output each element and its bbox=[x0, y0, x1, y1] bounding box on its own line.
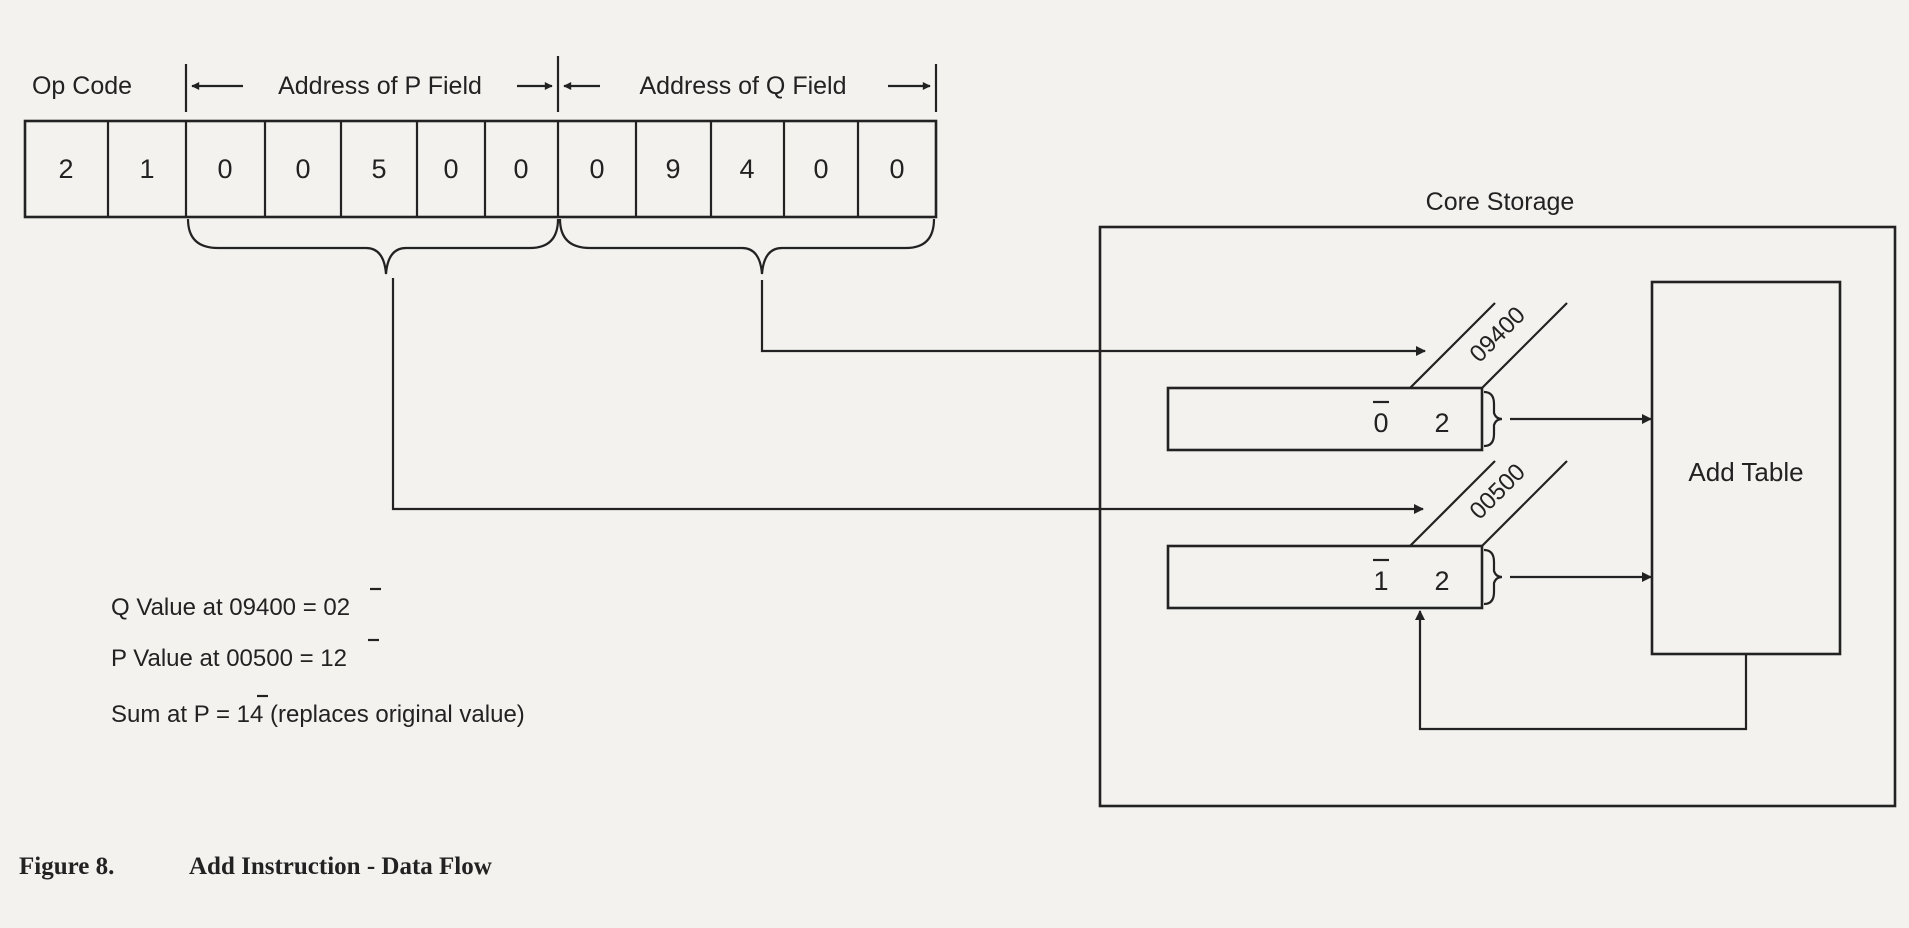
p-value-digit: 1 bbox=[1373, 566, 1388, 596]
p-storage-location: 00500 1 2 bbox=[1166, 459, 1568, 610]
core-storage-box bbox=[1098, 225, 1897, 808]
instruction-digit: 5 bbox=[371, 154, 386, 184]
instruction-digit: 0 bbox=[813, 154, 828, 184]
q-storage-location: 09400 0 2 bbox=[1166, 302, 1568, 452]
p-address-label: 00500 bbox=[1465, 459, 1531, 525]
add-table-label: Add Table bbox=[1688, 457, 1803, 487]
q-field-label: Address of Q Field bbox=[639, 72, 846, 100]
q-field-span-marker bbox=[563, 64, 938, 112]
core-storage-title: Core Storage bbox=[1426, 188, 1575, 216]
q-value-digit: 0 bbox=[1373, 408, 1388, 438]
q-address-arrow bbox=[760, 280, 1426, 356]
instruction-digit: 0 bbox=[513, 154, 528, 184]
p-field-brace bbox=[186, 218, 560, 275]
q-field-brace bbox=[558, 218, 936, 275]
instruction-word: 2 1 0 0 5 0 0 0 9 4 0 0 bbox=[23, 119, 938, 219]
instruction-digit: 0 bbox=[889, 154, 904, 184]
note-sum: Sum at P = 14 (replaces original value) bbox=[111, 701, 525, 728]
figure-title: Add Instruction - Data Flow bbox=[189, 853, 492, 880]
add-table-box bbox=[1650, 280, 1842, 656]
instruction-digit: 0 bbox=[589, 154, 604, 184]
op-code-label: Op Code bbox=[32, 72, 132, 100]
instruction-digit: 9 bbox=[665, 154, 680, 184]
p-field-span-marker bbox=[184, 56, 560, 112]
p-field-label: Address of P Field bbox=[278, 72, 482, 100]
q-address-label: 09400 bbox=[1465, 302, 1531, 368]
sum-return-arrow bbox=[1415, 610, 1748, 731]
p-value-digit: 2 bbox=[1434, 566, 1449, 596]
note-p-value: P Value at 00500 = 12 bbox=[111, 645, 347, 672]
instruction-digit: 2 bbox=[58, 154, 73, 184]
instruction-digit: 0 bbox=[443, 154, 458, 184]
instruction-digit: 4 bbox=[739, 154, 754, 184]
instruction-digit: 0 bbox=[217, 154, 232, 184]
instruction-digit: 0 bbox=[295, 154, 310, 184]
figure-number: Figure 8. bbox=[19, 853, 114, 880]
q-value-digit: 2 bbox=[1434, 408, 1449, 438]
p-address-arrow bbox=[391, 278, 1424, 514]
instruction-digit: 1 bbox=[139, 154, 154, 184]
note-q-value: Q Value at 09400 = 02 bbox=[111, 594, 350, 621]
notes: Q Value at 09400 = 02 P Value at 00500 =… bbox=[111, 587, 525, 728]
